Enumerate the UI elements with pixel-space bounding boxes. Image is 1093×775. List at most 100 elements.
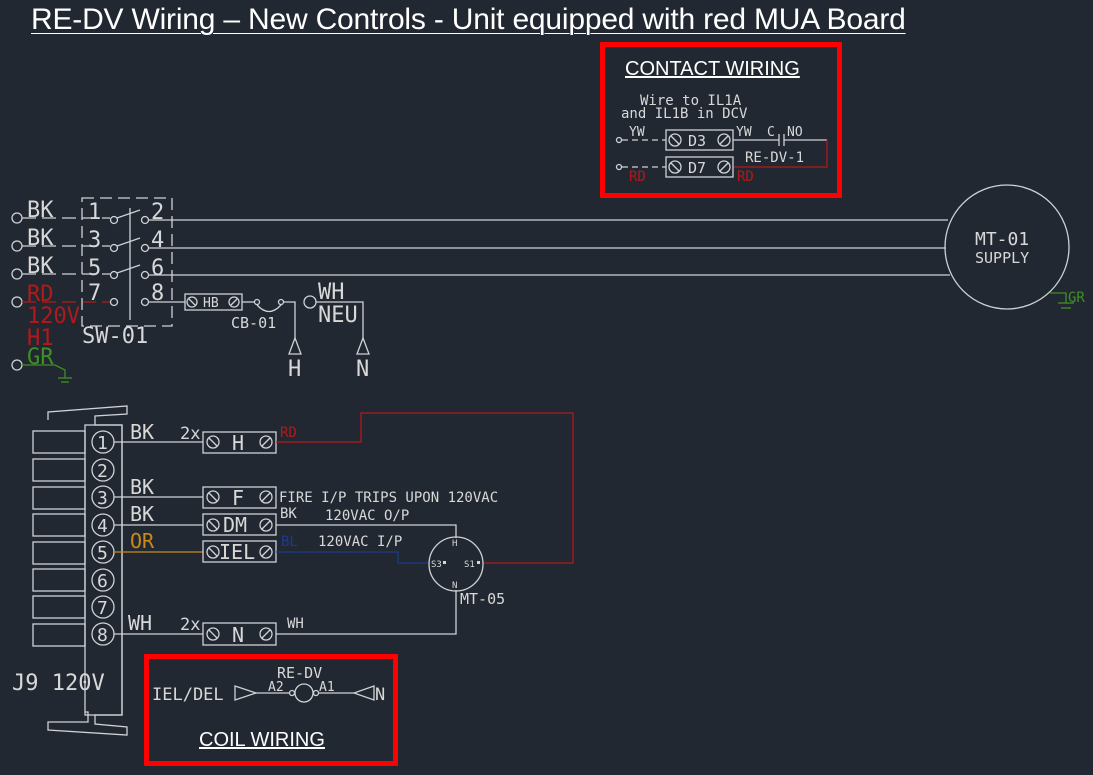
hot-arrow-icon <box>288 336 302 355</box>
pin-2 <box>91 458 115 482</box>
neutral-label: NEU <box>318 303 358 328</box>
coil-right-label: N <box>375 685 385 705</box>
pin-tab <box>32 458 86 482</box>
terminal-dm-label: DM <box>223 513 247 537</box>
motor-ground-wire <box>1050 292 1067 303</box>
contact-wire-bottom-left: RD <box>629 169 646 185</box>
screw-slot <box>208 492 218 502</box>
wire-pin8-color: WH <box>128 611 152 635</box>
contact-wiring-heading: CONTACT WIRING <box>625 58 800 80</box>
motor-mt-05-circle <box>428 536 484 592</box>
pin-7 <box>91 595 115 619</box>
motor-mt-05: H N S3 S1 MT-05 <box>428 536 505 608</box>
coil-a1-label: A1 <box>319 680 335 695</box>
pole-3: 3 <box>88 228 101 253</box>
mt-05-pin-h: H <box>452 539 457 549</box>
switch-section: BK BK BK RD 120V H1 GR 1 3 5 7 2 4 6 8 <box>11 197 950 383</box>
pin-3-label: 3 <box>97 488 108 509</box>
pole-6: 6 <box>151 256 164 281</box>
j9-pins: 1 2 3 4 5 6 7 8 <box>91 430 115 646</box>
pole-8: 8 <box>151 281 164 306</box>
wire-n <box>276 590 457 635</box>
contact-red-loop <box>733 140 828 168</box>
screw-icon <box>259 490 273 504</box>
pin-tab <box>32 541 86 565</box>
wire-pin3-color: BK <box>130 475 154 499</box>
wire-pin1-mult: 2x <box>180 424 200 444</box>
dm-note: 120VAC O/P <box>325 508 409 524</box>
terminal-h-label: H <box>232 431 244 455</box>
motor-mt-01-label: MT-01 <box>975 229 1029 250</box>
wire-pin5-color: OR <box>130 529 155 553</box>
screw-slot <box>670 135 680 145</box>
screw-slot <box>670 162 680 172</box>
screw-icon <box>206 627 220 641</box>
screw-icon <box>206 518 220 532</box>
ground-node <box>11 359 23 371</box>
screw-slot <box>208 629 218 639</box>
terminal-n: N <box>202 622 277 647</box>
pin-tab <box>32 623 86 647</box>
coil-left-arrow-icon <box>234 685 259 701</box>
terminal-f-box <box>202 486 277 509</box>
contact-node <box>109 270 119 280</box>
sw-01-label: SW-01 <box>82 324 148 349</box>
screw-slot <box>719 162 729 172</box>
screw-icon <box>259 627 273 641</box>
supply-120v: 120V <box>27 304 80 329</box>
screw-icon <box>717 160 731 174</box>
screw-icon <box>259 435 273 449</box>
sw-wire-3: BK <box>27 254 54 279</box>
contact-c-label: C <box>767 125 775 140</box>
wire-dm <box>276 524 457 538</box>
coil-wiring-section: RE-DV IEL/DEL A2 A1 N COIL WIRING <box>144 654 398 766</box>
screw-icon <box>228 296 240 308</box>
sw-01-enclosure <box>81 197 173 327</box>
terminal-d7 <box>665 156 734 178</box>
switch-blade <box>116 264 141 274</box>
screw-slot <box>261 520 271 530</box>
screw-icon <box>717 133 731 147</box>
screw-slot <box>261 437 271 447</box>
terminal-dot <box>443 561 446 564</box>
terminal-iel: IEL <box>202 540 277 564</box>
screw-icon <box>259 518 273 532</box>
screw-slot <box>208 547 218 557</box>
input-node-2 <box>11 240 23 252</box>
contact-wire-top-left: YW <box>629 125 645 140</box>
switch-blade <box>116 237 141 247</box>
breaker-node <box>277 298 285 306</box>
pin-1-label: 1 <box>97 433 108 454</box>
j9-connector: 1 2 3 4 5 6 7 8 J9 120V BK 2x BK BK OR W… <box>12 405 574 736</box>
hot-arrow-label: H <box>288 357 301 382</box>
relay-re-dv-1-label: RE-DV-1 <box>745 150 804 166</box>
pole-1: 1 <box>88 200 101 225</box>
contact-note-line2: and IL1B in DCV <box>621 106 748 122</box>
input-node-4 <box>11 296 23 308</box>
pin-tab <box>32 568 86 592</box>
pin-5-label: 5 <box>97 543 108 564</box>
wire-n-label: WH <box>287 616 304 632</box>
contact-node <box>140 297 150 307</box>
pole-4: 4 <box>151 228 164 253</box>
contact-no-label: NO <box>787 125 803 140</box>
wire-h-red <box>276 412 574 564</box>
contact-top-node <box>615 136 623 144</box>
motor-mt-01-sublabel: SUPPLY <box>975 249 1029 267</box>
sw-wire-4: RD <box>27 282 54 307</box>
pole-5: 5 <box>88 256 101 281</box>
contact-node <box>140 215 150 225</box>
screw-slot <box>261 492 271 502</box>
pin-2-label: 2 <box>97 461 108 482</box>
screw-icon <box>259 545 273 559</box>
contact-node <box>109 297 119 307</box>
ground-label: GR <box>27 345 54 370</box>
coil-wiring-highlight-box <box>144 654 398 766</box>
wire-pin1-color: BK <box>130 420 154 444</box>
j9-label: J9 120V <box>12 671 105 696</box>
screw-slot <box>208 437 218 447</box>
pin-8-label: 8 <box>97 625 108 646</box>
terminal-dot <box>477 561 480 564</box>
motor-mt-05-label: MT-05 <box>460 590 505 608</box>
contact-wiring-highlight-box <box>600 42 842 198</box>
